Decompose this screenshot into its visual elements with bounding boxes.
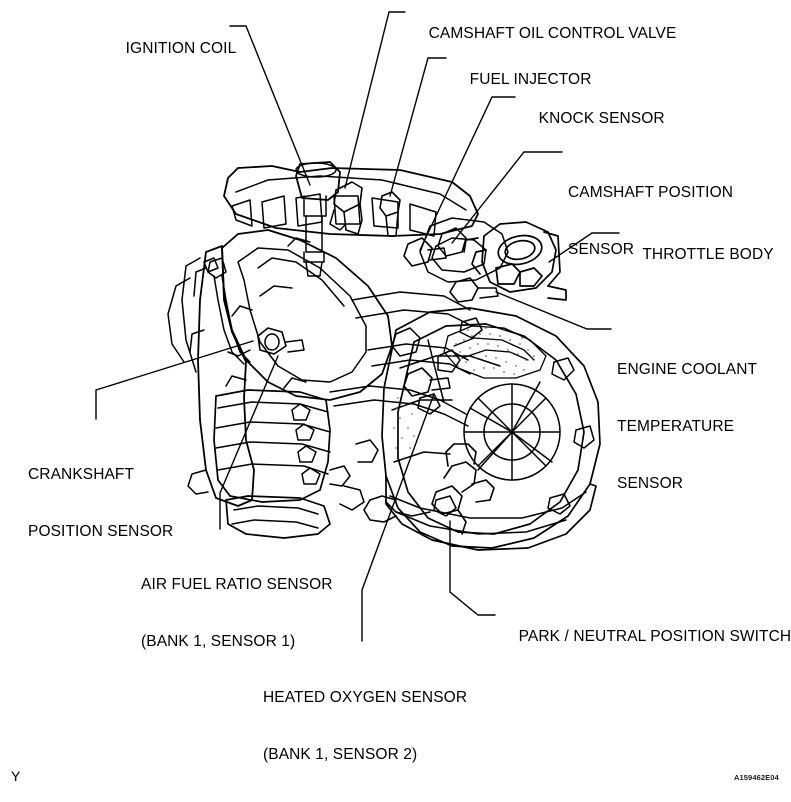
figure-code: A159462E04	[734, 773, 779, 782]
callout-throttle-body: THROTTLE BODY	[625, 226, 774, 283]
callout-line: IGNITION COIL	[125, 40, 237, 57]
callout-line: SENSOR	[568, 241, 635, 258]
air-fuel-ratio-sensor-leader	[219, 355, 279, 530]
callout-line: AIR FUEL RATIO SENSOR	[141, 576, 333, 593]
throttle-body-leader	[548, 232, 620, 263]
heat-shield-stipple	[451, 327, 535, 375]
callout-heated-oxygen-sensor: HEATED OXYGEN SENSOR (BANK 1, SENSOR 2)	[263, 650, 467, 802]
engine-coolant-temperature-sensor-leader	[495, 291, 612, 330]
page-corner-mark: Y	[11, 768, 21, 784]
heated-oxygen-sensor-leader	[361, 393, 435, 642]
callout-line: CAMSHAFT OIL CONTROL VALVE	[428, 25, 677, 42]
callout-line: HEATED OXYGEN SENSOR	[263, 689, 468, 706]
callout-line: (BANK 1, SENSOR 1)	[141, 633, 296, 650]
callout-line: CAMSHAFT POSITION	[568, 184, 734, 201]
callout-line: ENGINE COOLANT	[617, 361, 758, 378]
callout-camshaft-oil-control-valve: CAMSHAFT OIL CONTROL VALVE	[411, 5, 677, 62]
callout-park-neutral-position-switch: PARK / NEUTRAL POSITION SWITCH	[501, 608, 791, 665]
callout-crankshaft-position-sensor: CRANKSHAFT POSITION SENSOR	[28, 427, 173, 579]
ignition-coil-leader	[229, 25, 311, 186]
camshaft-position-sensor-leader	[451, 151, 563, 244]
housing-stipple	[393, 397, 415, 459]
knock-sensor-leader	[419, 96, 516, 251]
callout-line: (BANK 1, SENSOR 2)	[263, 746, 418, 763]
leader-lines	[95, 11, 620, 642]
crankshaft-position-sensor-leader	[95, 340, 254, 420]
fuel-injector-leader	[389, 57, 447, 197]
callout-line: KNOCK SENSOR	[538, 110, 665, 127]
callout-camshaft-position-sensor: CAMSHAFT POSITION SENSOR	[568, 145, 733, 297]
callout-engine-coolant-temperature-sensor: ENGINE COOLANT TEMPERATURE SENSOR	[617, 322, 757, 531]
callout-line: PARK / NEUTRAL POSITION SWITCH	[518, 628, 791, 645]
callout-line: POSITION SENSOR	[28, 523, 174, 540]
callout-fuel-injector: FUEL INJECTOR	[452, 51, 592, 108]
engine-drawing	[167, 161, 601, 551]
callout-air-fuel-ratio-sensor: AIR FUEL RATIO SENSOR (BANK 1, SENSOR 1)	[141, 537, 333, 689]
callout-line: TEMPERATURE	[617, 418, 735, 435]
camshaft-oil-control-valve-leader	[344, 11, 406, 189]
callout-line: THROTTLE BODY	[642, 246, 774, 263]
callout-ignition-coil: IGNITION COIL	[108, 20, 237, 77]
park-neutral-position-switch-leader	[449, 520, 496, 616]
callout-line: SENSOR	[617, 475, 684, 492]
callout-line: FUEL INJECTOR	[469, 71, 592, 88]
callout-knock-sensor: KNOCK SENSOR	[521, 90, 665, 147]
callout-line: CRANKSHAFT	[28, 466, 135, 483]
